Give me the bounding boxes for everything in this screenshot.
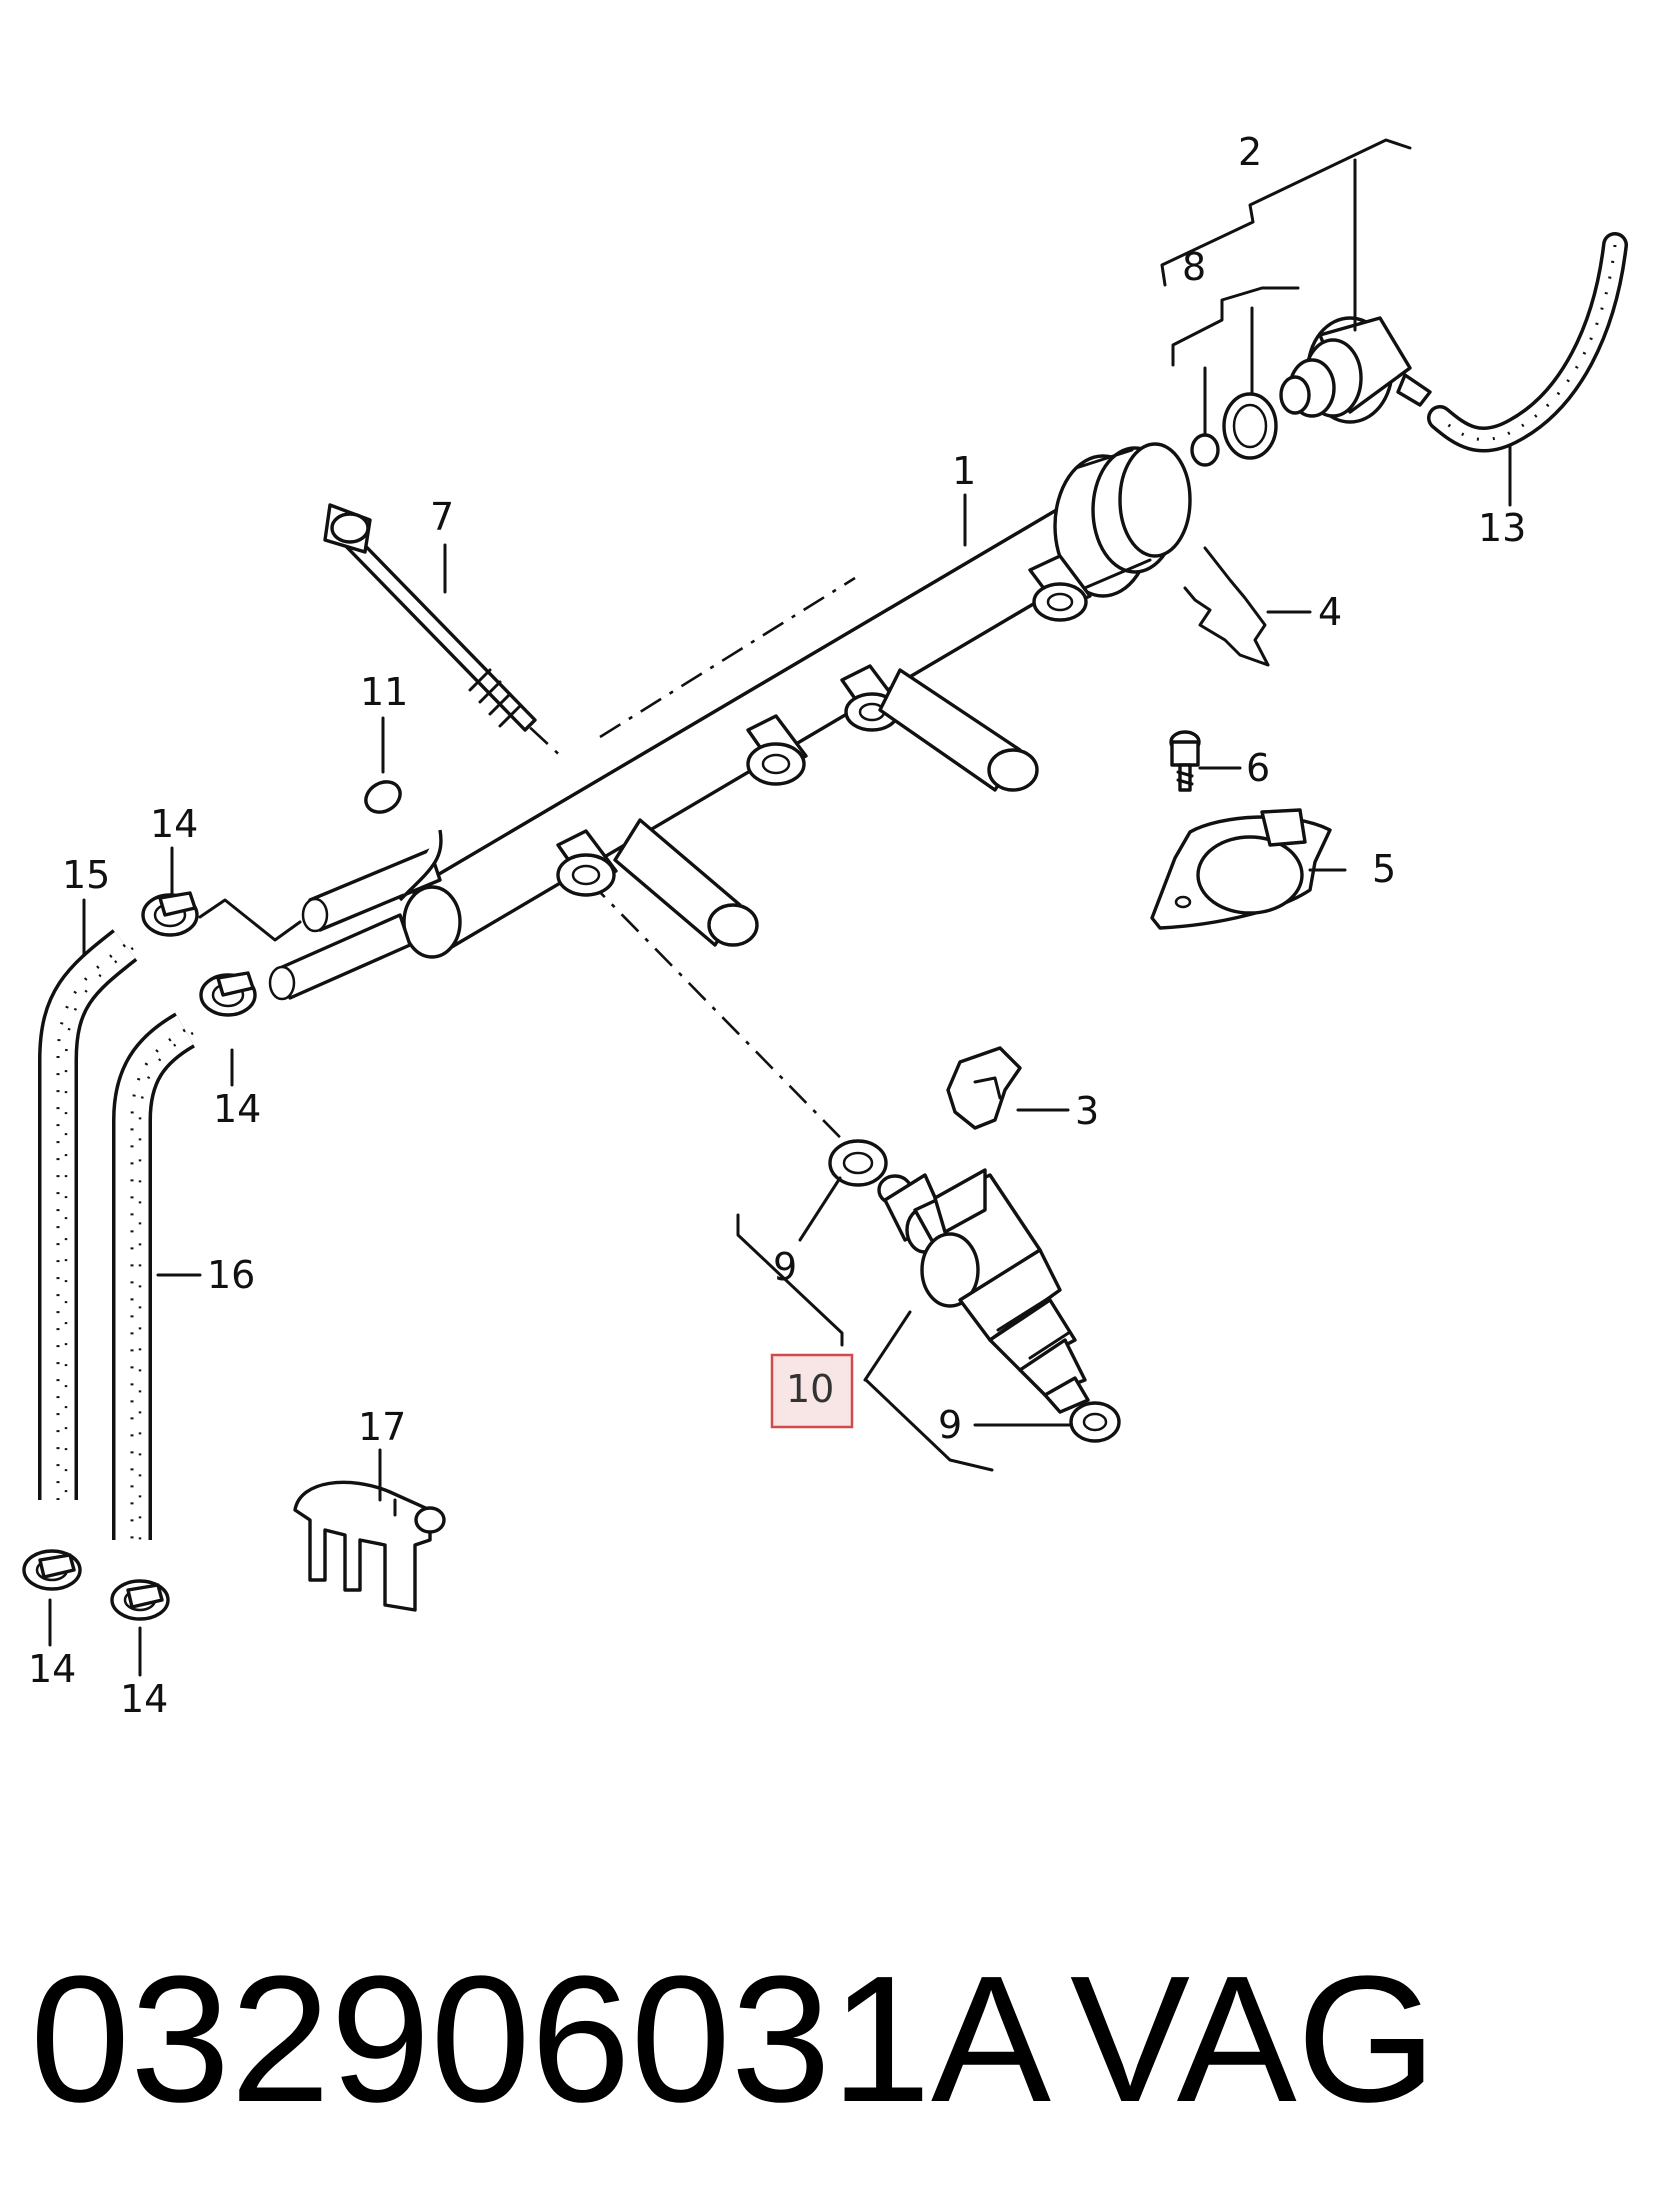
callout-4[interactable]: 4 [1318,590,1342,634]
callout-14-bottom-right[interactable]: 14 [120,1677,168,1721]
callout-labels: 1 2 3 4 5 6 7 8 9 9 10 11 13 14 14 14 14… [28,130,1526,1721]
callout-5[interactable]: 5 [1372,847,1396,891]
washer-bottom[interactable] [1069,1401,1121,1443]
injector-cup-3 [746,714,808,786]
callout-8[interactable]: 8 [1182,245,1206,289]
callout-17[interactable]: 17 [358,1405,406,1449]
callout-3[interactable]: 3 [1075,1089,1099,1133]
hose-holder-clip[interactable] [293,1480,446,1612]
callout-9-top[interactable]: 9 [773,1245,797,1289]
callout-14-bottom-left[interactable]: 14 [28,1647,76,1691]
fuel-rail[interactable] [268,442,1192,1001]
footer-caption: 032906031A VAG [0,1890,1660,2190]
injector-cup-2 [840,664,902,732]
injector-clip[interactable] [946,1046,1022,1130]
highlight-box-10 [770,1353,854,1429]
fuel-injector[interactable] [877,1168,1090,1414]
o-ring-small[interactable] [360,776,405,818]
callout-15[interactable]: 15 [62,853,110,897]
leader-lines [48,138,1512,1677]
injector-cup-1 [1028,554,1092,622]
callout-11[interactable]: 11 [360,670,408,714]
callout-1[interactable]: 1 [952,449,976,493]
part-number: 032906031A [30,1939,1052,2140]
o-ring-8a[interactable] [1190,433,1220,467]
fuel-hose-15[interactable] [38,929,138,1503]
callout-14-top[interactable]: 14 [150,802,198,846]
washer-top[interactable] [828,1139,888,1187]
callout-10[interactable]: 10 [786,1367,834,1411]
callout-7[interactable]: 7 [430,495,454,539]
bolt-long[interactable] [323,503,537,732]
callout-9-bottom[interactable]: 9 [938,1403,962,1447]
exploded-parts-diagram: 1 2 3 4 5 6 7 8 9 9 10 11 13 14 14 14 14… [22,130,1628,1721]
vacuum-hose[interactable] [1427,232,1628,453]
brand-name: VAG [1070,1939,1437,2140]
pressure-regulator[interactable] [1279,316,1432,424]
callout-13[interactable]: 13 [1478,506,1526,550]
callout-6[interactable]: 6 [1246,746,1270,790]
fuel-hose-16[interactable] [112,1012,196,1543]
hose-clamp-3[interactable] [22,1549,82,1591]
callout-2[interactable]: 2 [1238,130,1262,174]
hose-clamp-1[interactable] [141,891,199,937]
mounting-bracket[interactable] [1150,808,1332,930]
hose-clamp-2[interactable] [199,971,257,1017]
callout-14-mid[interactable]: 14 [213,1087,261,1131]
hose-clamp-4[interactable] [110,1579,170,1621]
wire-clip[interactable] [1183,546,1270,667]
callout-16[interactable]: 16 [207,1253,255,1297]
injector-cup-4 [556,829,618,897]
screw[interactable] [1169,730,1201,792]
